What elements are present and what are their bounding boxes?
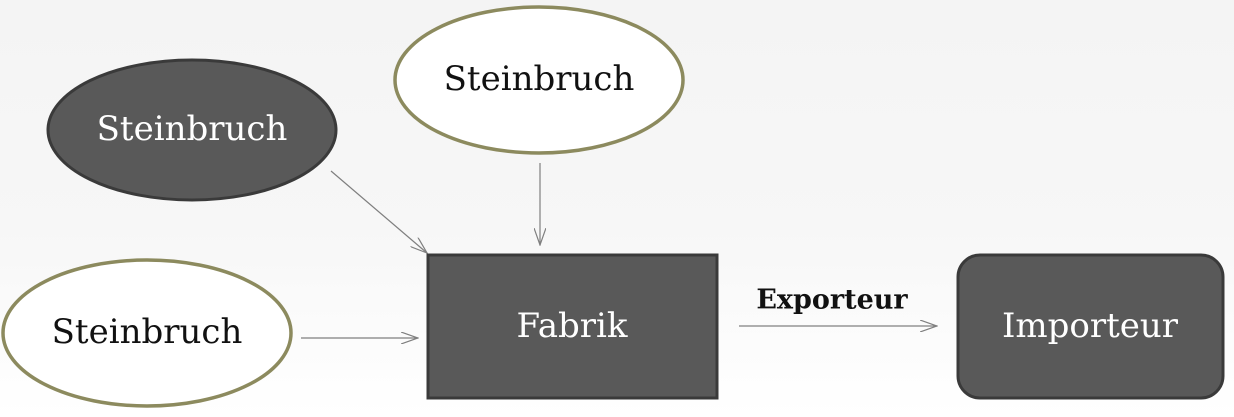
node-importer: Importeur bbox=[956, 253, 1225, 400]
node-quarry-dark: Steinbruch bbox=[46, 58, 338, 202]
node-quarry-left-label: Steinbruch bbox=[52, 312, 243, 352]
node-quarry-left-shape bbox=[1, 258, 293, 408]
node-factory-shape bbox=[426, 253, 719, 400]
arrow-quarry-dark-to-factory bbox=[330, 170, 427, 253]
node-quarry-left: Steinbruch bbox=[1, 258, 293, 408]
node-quarry-dark-label: Steinbruch bbox=[97, 109, 288, 149]
node-factory: Fabrik bbox=[426, 253, 719, 400]
edge-label-exporter: Exporteur bbox=[756, 285, 908, 316]
node-quarry-dark-shape bbox=[46, 58, 338, 202]
node-quarry-top: Steinbruch bbox=[393, 5, 685, 155]
node-importer-label: Importeur bbox=[1002, 306, 1179, 346]
node-factory-label: Fabrik bbox=[516, 306, 627, 346]
node-quarry-top-label: Steinbruch bbox=[444, 59, 635, 99]
node-importer-shape bbox=[956, 253, 1225, 400]
node-quarry-top-shape bbox=[393, 5, 685, 155]
